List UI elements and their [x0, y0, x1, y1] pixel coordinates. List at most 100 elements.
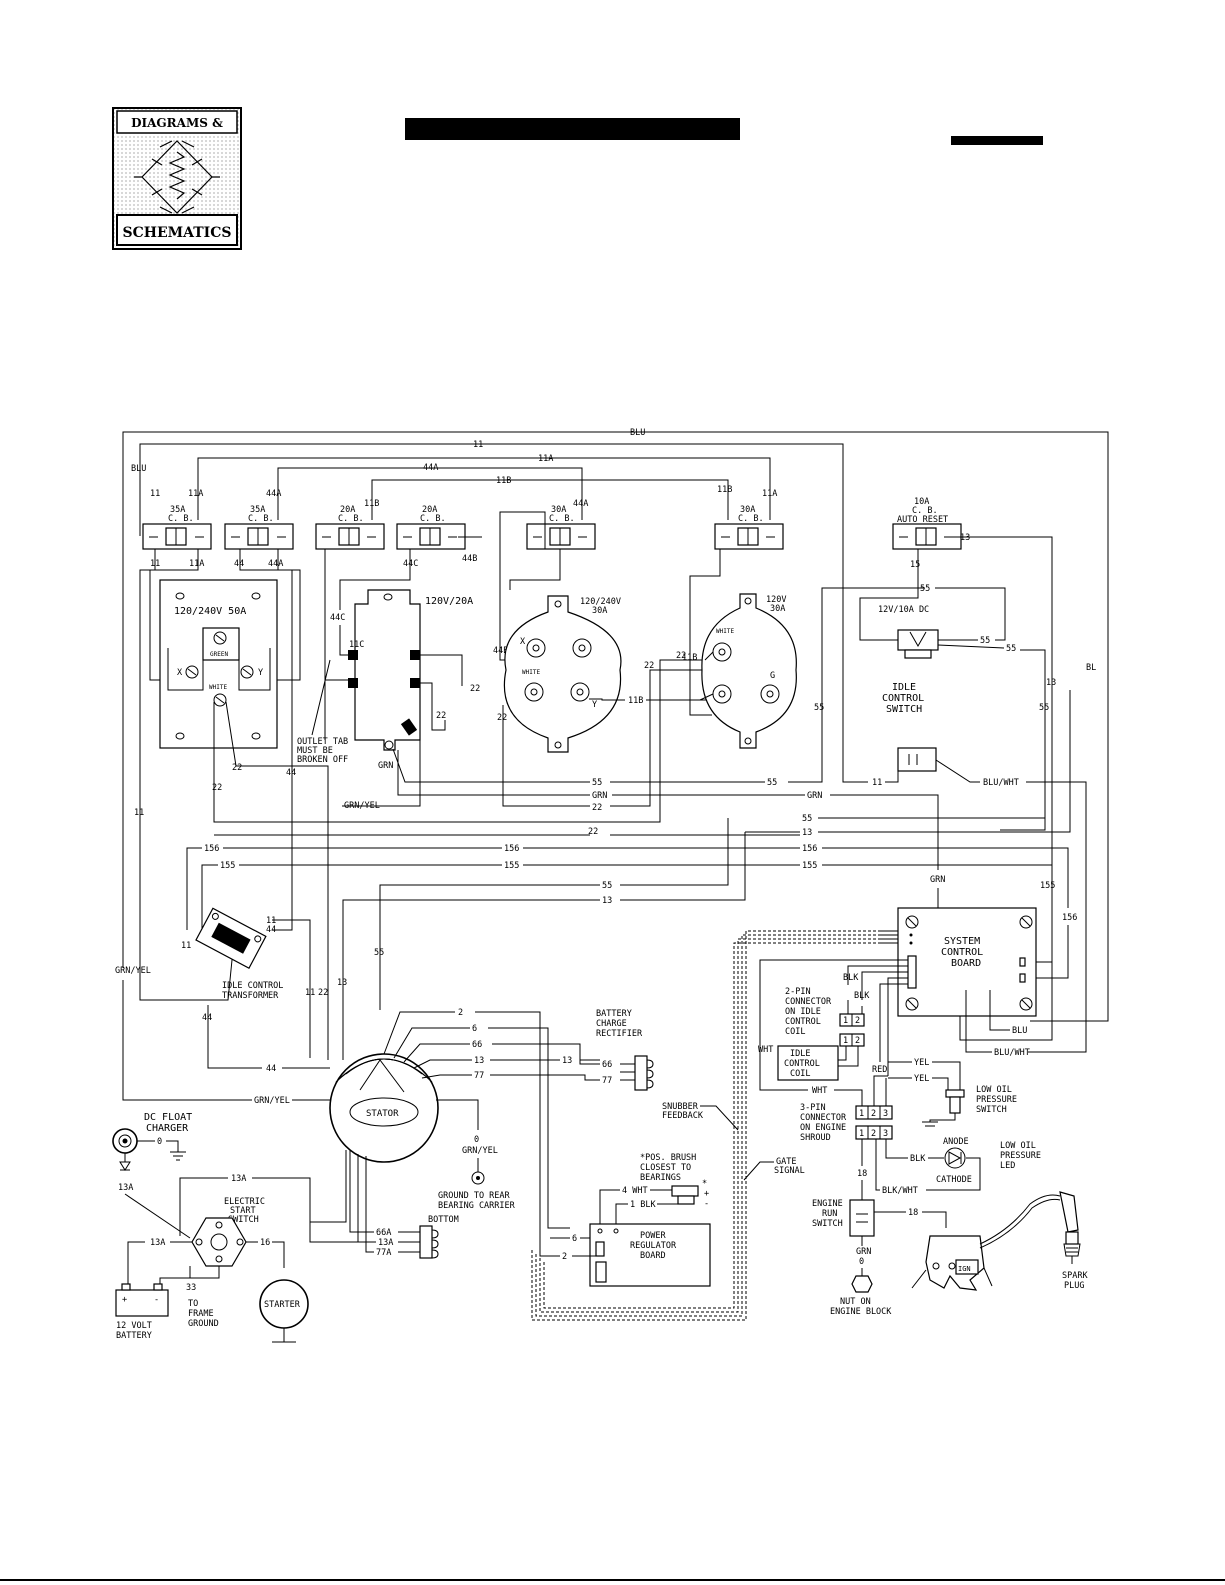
low-oil-switch-label-1: LOW OIL [976, 1085, 1012, 1095]
idle-control-transformer[interactable]: IDLE CONTROL TRANSFORMER 44 44 [195, 907, 330, 1074]
wire-label-blk-1: BLK [843, 973, 859, 983]
receptacle-30a-label-1: 120/240V [580, 597, 621, 607]
wire-label-11a-b1: 11A [188, 489, 203, 499]
receptacle-120v-20a[interactable]: 120V/20A 11C OUTLET TAB MUST BE BROKEN O… [297, 589, 480, 771]
wire-label-55-dc-top: 55 [920, 584, 930, 594]
led-anode: ANODE [943, 1137, 969, 1147]
two-pin-top-2: 2 [855, 1016, 860, 1026]
wire-label-13-lower: 13 [602, 896, 612, 906]
dc-float-charger[interactable]: DC FLOAT CHARGER 0 13A [112, 1112, 192, 1239]
battery-minus: - [154, 1295, 159, 1305]
wire-label-blu-top: BLU [630, 428, 645, 438]
ignition-label: IGN [958, 1265, 971, 1273]
breaker-6-rating: 30A [740, 505, 755, 515]
nut-label-2: ENGINE BLOCK [830, 1307, 892, 1317]
wire-label-44a-top: 44A [423, 463, 438, 473]
two-pin-label-5: COIL [785, 1027, 805, 1037]
12-volt-battery[interactable]: + - 12 VOLT BATTERY TO FRAME GROUND [115, 1283, 219, 1341]
wire-label-grn-mid: GRN [592, 791, 607, 801]
system-control-board[interactable]: SYSTEM CONTROL BOARD WHT WHT BLK BLK RED… [758, 907, 1037, 1106]
receptacle-120v-30a[interactable]: 120V 30A WHITE G [699, 593, 797, 749]
idle-switch-label-3: SWITCH [886, 704, 922, 715]
circuit-breaker-7-auto-reset[interactable]: 10A C. B. AUTO RESET [892, 497, 962, 550]
r20-lower-wires: 55 55 55 GRN/YEL GRN GRN GRN 22 22 22 22 [342, 587, 945, 990]
frame-ground-1: TO [188, 1299, 198, 1309]
circuit-breaker-1[interactable]: 35A C. B. [142, 505, 212, 550]
wire-label-red: RED [872, 1065, 887, 1075]
wire-label-11b-b3: 11B [364, 499, 379, 509]
three-pin-connector[interactable]: 3-PIN CONNECTOR ON ENGINE SHROUD 1 2 3 1… [800, 1075, 893, 1143]
breaker-4-rating: 20A [422, 505, 437, 515]
wire-label-2-reg: 2 [562, 1252, 567, 1262]
wire-label-44a-b5: 44A [573, 499, 588, 509]
receptacle-30a-label-2: 30A [592, 606, 607, 616]
wire-label-77a: 77A [376, 1248, 391, 1258]
breaker-7-rating: 10A [914, 497, 929, 507]
low-oil-pressure-led[interactable]: BLK ANODE CATHODE BLK/WHT LOW OIL PRESSU… [875, 1137, 1041, 1196]
breaker-1-rating: 35A [170, 505, 185, 515]
starter-motor[interactable]: STARTER [259, 1279, 309, 1343]
two-pin-connector-idle-coil[interactable]: 2-PIN CONNECTOR ON IDLE CONTROL COIL 1 2… [777, 987, 865, 1081]
idle-transformer-label-2: TRANSFORMER [222, 991, 279, 1001]
receptacle-30a-y: Y [592, 700, 597, 710]
stator[interactable]: STATOR 2 6 66 66 13 13 77 77 0 GRN/YEL G… [309, 1008, 612, 1259]
wire-label-44a-b2-out: 44A [268, 559, 283, 569]
electric-start-switch[interactable]: 13A ELECTRIC START SWITCH 13A 16 33 [127, 1174, 376, 1293]
spark-plug-label-2: PLUG [1064, 1281, 1084, 1291]
gate-label-1: GATE [776, 1157, 796, 1167]
ignition-coil[interactable]: IGN [911, 1194, 1061, 1291]
three-pin-top-2: 2 [871, 1109, 876, 1119]
circuit-breaker-5[interactable]: 30A C. B. [526, 505, 596, 550]
circuit-breaker-4[interactable]: 20A C. B. [396, 505, 466, 550]
wire-label-22-mid: 22 [592, 803, 602, 813]
wire-label-44c-r20: 44C [330, 613, 345, 623]
wire-label-wht-bottom: WHT [812, 1086, 827, 1096]
breaker-7-type: C. B. [912, 506, 938, 516]
wire-label-11-transformer: 11 [181, 941, 191, 951]
brush-label-3: BEARINGS [640, 1173, 681, 1183]
idle-control-switch[interactable]: IDLE CONTROL SWITCH 11 BLU/WHT [842, 682, 1087, 1053]
circuit-breaker-3[interactable]: 20A C. B. [315, 505, 385, 550]
wire-label-yel-1: YEL [914, 1058, 929, 1068]
receptacle-20a-note-2: MUST BE [297, 746, 333, 756]
three-pin-label-2: CONNECTOR [800, 1113, 847, 1123]
wire-label-11-transformer-b: 11 [266, 916, 276, 926]
two-pin-top-1: 1 [843, 1016, 848, 1026]
wire-label-22-r30a: 22 [497, 713, 507, 723]
wire-label-155-right: 155 [802, 861, 817, 871]
idle-coil-label-2: CONTROL [784, 1059, 820, 1069]
power-reg-label-2: REGULATOR [630, 1241, 677, 1251]
breaker-2-type: C. B. [248, 514, 274, 524]
wire-label-13a-bottom: 13A [378, 1238, 393, 1248]
receptacle-120-240v-50a[interactable]: 120/240V 50A GREEN X Y WHITE [159, 579, 278, 749]
wire-label-2-stator: 2 [458, 1008, 463, 1018]
wire-label-22-r50: 22 [212, 783, 222, 793]
diagrams-schematics-logo: DIAGRAMS & SCHEMATICS [112, 107, 242, 250]
battery-charge-rectifier[interactable]: BATTERY CHARGE RECTIFIER [596, 1009, 654, 1091]
receptacle-120-240v-30a[interactable]: 120/240V 30A X WHITE Y 11B [503, 595, 712, 753]
low-oil-pressure-switch[interactable]: YEL YEL LOW OIL PRESSURE SWITCH [888, 1058, 1017, 1127]
wire-label-yel-2: YEL [914, 1074, 929, 1084]
wire-label-13-stator-out: 13 [474, 1056, 484, 1066]
wire-label-44b-b4: 44B [462, 554, 477, 564]
wire-label-11c: 11C [349, 640, 364, 650]
wire-label-13a-start-top: 13A [231, 1174, 246, 1184]
engine-run-switch[interactable]: 18 ENGINE RUN SWITCH 18 GRN 0 NUT ON ENG… [812, 1139, 947, 1317]
engine-run-label-2: RUN [822, 1209, 837, 1219]
rectifier-label-1: BATTERY [596, 1009, 632, 1019]
spark-plug[interactable]: SPARK PLUG [1059, 1191, 1088, 1291]
wire-label-grn-board: GRN [930, 875, 945, 885]
receptacle-30b-label-2: 30A [770, 604, 785, 614]
two-pin-label-4: CONTROL [785, 1017, 821, 1027]
wire-label-11-b1-out: 11 [150, 559, 160, 569]
brush-minus: - [704, 1199, 709, 1209]
wire-label-44-transformer-out: 44 [202, 1013, 212, 1023]
wire-label-wht-left: WHT [758, 1045, 773, 1055]
electric-start-label-3: SWITCH [228, 1215, 259, 1225]
wire-label-grn-yel-left: GRN/YEL [115, 966, 151, 976]
circuit-breaker-2[interactable]: 35A C. B. [224, 505, 294, 550]
power-regulator-board[interactable]: SNUBBER FEEDBACK GATE SIGNAL *POS. BRUSH… [531, 930, 880, 1321]
wire-label-22-r20b: 22 [436, 711, 446, 721]
circuit-breaker-6[interactable]: 30A C. B. [714, 505, 784, 550]
dc-outlet-12v-10a[interactable]: 12V/10A DC 55 55 55 55 [878, 584, 1049, 831]
